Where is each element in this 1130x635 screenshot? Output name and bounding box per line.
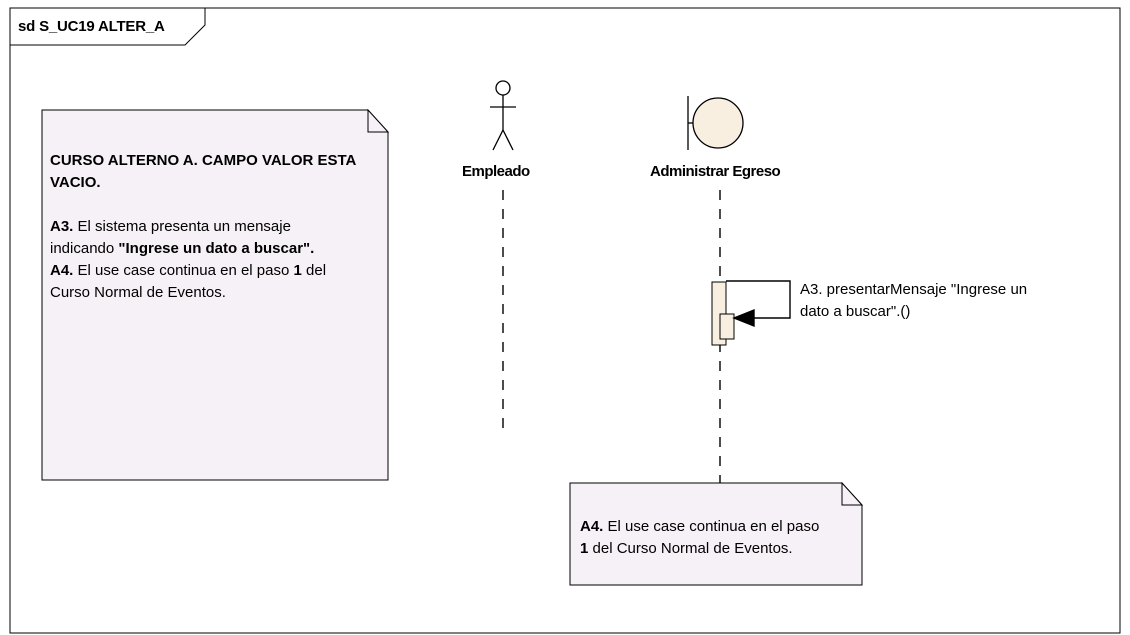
activation-bar-nested	[719, 313, 735, 340]
note-left-heading-line1: CURSO ALTERNO A. CAMPO VALOR ESTA	[50, 152, 357, 169]
diagram-frame	[9, 7, 1121, 634]
note-left-a4-text1b: del	[301, 262, 327, 279]
note-bottom-line1: A4. El use case continua en el paso	[580, 516, 850, 538]
self-message-label-line2: dato a buscar".()	[800, 303, 911, 320]
note-left-a3-text2b: "Ingrese un dato a buscar".	[118, 240, 315, 257]
actor-name: Empleado	[462, 163, 530, 180]
actor-stick-figure-icon[interactable]	[490, 80, 516, 151]
note-left-a4-line2: Curso Normal de Eventos.	[50, 284, 226, 301]
self-message-arrow[interactable]	[726, 280, 791, 328]
note-bottom[interactable]	[569, 481, 864, 586]
note-bottom-text: A4. El use case continua en el paso 1 de…	[580, 516, 850, 560]
note-fold-icon	[367, 108, 390, 133]
note-left-a4-line1: A4. El use case continua en el paso 1 de…	[50, 260, 385, 282]
note-left-a3-line2: indicando "Ingrese un dato a buscar".	[50, 238, 385, 260]
note-bottom-a4-tag: A4.	[580, 518, 604, 535]
note-bottom-text2: del Curso Normal de Eventos.	[588, 540, 793, 557]
note-bottom-step: 1	[580, 540, 589, 557]
note-fold-icon	[841, 481, 864, 506]
note-left-heading-line2: VACIO.	[50, 174, 101, 191]
frame-title-tab	[9, 7, 206, 46]
note-bottom-text1: El use case continua en el paso	[603, 518, 820, 535]
note-left-a3-tag: A3.	[50, 218, 74, 235]
note-left-text: CURSO ALTERNO A. CAMPO VALOR ESTA VACIO.…	[50, 150, 385, 304]
self-message-label-line1: A3. presentarMensaje "Ingrese un	[800, 281, 1028, 298]
note-left-a3-text1: El sistema presenta un mensaje	[73, 218, 291, 235]
note-left-a4-text1a: El use case continua en el paso	[73, 262, 294, 279]
frame-title: sd S_UC19 ALTER_A	[18, 18, 165, 35]
note-left-a3-line1: A3. El sistema presenta un mensaje	[50, 216, 385, 238]
note-left-a4-step: 1	[293, 262, 302, 279]
self-message-label: A3. presentarMensaje "Ingrese un dato a …	[800, 279, 1100, 323]
note-left-a4-tag: A4.	[50, 262, 74, 279]
note-left-a3-text2a: indicando	[50, 240, 119, 257]
note-bottom-line2: 1 del Curso Normal de Eventos.	[580, 538, 850, 560]
note-left[interactable]	[41, 108, 390, 481]
boundary-name: Administrar Egreso	[650, 163, 781, 180]
boundary-icon[interactable]	[687, 96, 744, 150]
